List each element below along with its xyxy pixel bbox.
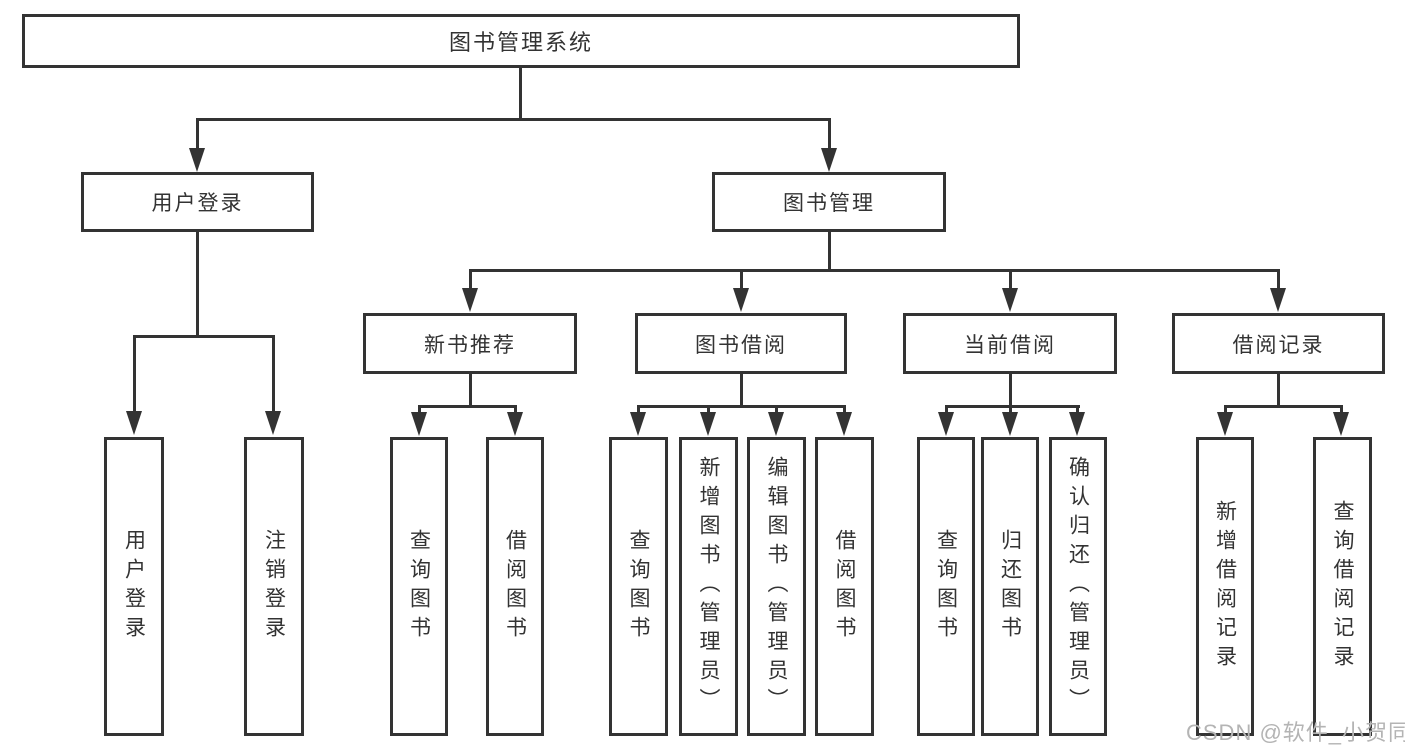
leaf-label: 确认归还（管理员） [1066,456,1090,717]
connector-group-stem [1009,373,1012,408]
connector-group-rail [637,405,846,408]
arrowhead-down-icon [733,288,749,312]
leaf-add-borrow-record: 新增借阅记录 [1196,437,1254,736]
leaf-label: 查询借阅记录 [1331,499,1354,674]
arrowhead-down-icon [265,411,281,435]
connector-drop-leaf [272,335,275,411]
connector-user-login-rail [133,335,275,338]
arrowhead-down-icon [1069,412,1085,436]
node-label: 图书借阅 [695,333,787,357]
leaf-query-borrow-record: 查询借阅记录 [1313,437,1372,736]
connector-drop-leaf [945,405,948,413]
leaf-label: 新增图书（管理员） [697,456,720,717]
leaf-confirm-return-admin: 确认归还（管理员） [1049,437,1107,736]
connector-group-stem [1277,373,1280,408]
arrowhead-down-icon [821,148,837,172]
leaf-label: 归还图书 [998,528,1022,645]
leaf-label: 借阅图书 [503,528,527,645]
arrowhead-down-icon [768,412,784,436]
node-label: 新书推荐 [424,333,516,357]
csdn-watermark: CSDN @软件_小贺同学 [1186,720,1405,745]
arrowhead-down-icon [700,412,716,436]
node-user-login: 用户登录 [81,172,314,232]
connector-drop-group [1277,269,1280,288]
leaf-logout: 注销登录 [244,437,304,736]
connector-drop-leaf [775,405,778,413]
node-label: 图书管理 [783,192,875,215]
connector-level3-rail [469,269,1280,272]
connector-drop-user-login [196,118,199,148]
arrowhead-down-icon [411,412,427,436]
leaf-label: 编辑图书（管理员） [765,456,788,717]
leaf-label: 查询图书 [407,528,431,645]
node-book-management: 图书管理 [712,172,946,232]
connector-drop-group [740,269,743,288]
connector-drop-book-mgmt [828,118,831,148]
connector-root-stem [519,67,522,119]
connector-drop-leaf [514,405,517,413]
arrowhead-down-icon [1002,412,1018,436]
node-borrow-records: 借阅记录 [1172,313,1385,374]
leaf-borrow-book: 借阅图书 [815,437,874,736]
connector-group-rail [418,405,517,408]
leaf-label: 查询图书 [934,528,958,645]
leaf-label: 查询图书 [627,528,650,645]
connector-drop-leaf [1009,405,1012,413]
connector-drop-leaf [1076,405,1079,413]
node-label: 图书管理系统 [448,30,593,55]
connector-drop-leaf [418,405,421,413]
arrowhead-down-icon [1333,412,1349,436]
leaf-return-book: 归还图书 [981,437,1039,736]
connector-drop-leaf [1224,405,1227,413]
leaf-label: 用户登录 [122,528,146,645]
leaf-query-book-recommend: 查询图书 [390,437,448,736]
arrowhead-down-icon [630,412,646,436]
leaf-label: 借阅图书 [833,528,856,645]
arrowhead-down-icon [189,148,205,172]
connector-drop-leaf [637,405,640,413]
arrowhead-down-icon [1002,288,1018,312]
leaf-add-book-admin: 新增图书（管理员） [679,437,738,736]
leaf-label: 注销登录 [262,528,286,645]
node-root-library-system: 图书管理系统 [22,14,1020,68]
node-label: 借阅记录 [1232,333,1325,357]
connector-group-stem [469,373,472,408]
arrowhead-down-icon [1270,288,1286,312]
arrowhead-down-icon [507,412,523,436]
leaf-query-book-borrow: 查询图书 [609,437,668,736]
node-label: 当前借阅 [964,333,1056,357]
leaf-label: 新增借阅记录 [1213,499,1237,674]
leaf-borrow-book-recommend: 借阅图书 [486,437,544,736]
connector-drop-leaf [133,335,136,411]
connector-group-rail [945,405,1080,408]
connector-user-login-stem [196,231,199,337]
leaf-edit-book-admin: 编辑图书（管理员） [747,437,806,736]
arrowhead-down-icon [462,288,478,312]
connector-level1-rail [196,118,831,121]
connector-group-rail [1224,405,1341,408]
connector-book-mgmt-stem [828,231,831,271]
arrowhead-down-icon [938,412,954,436]
node-current-borrow: 当前借阅 [903,313,1117,374]
arrowhead-down-icon [126,411,142,435]
connector-drop-leaf [1340,405,1343,413]
node-book-borrow: 图书借阅 [635,313,847,374]
connector-drop-leaf [843,405,846,413]
connector-drop-group [1009,269,1012,288]
leaf-user-login: 用户登录 [104,437,164,736]
connector-drop-leaf [707,405,710,413]
node-new-book-recommend: 新书推荐 [363,313,577,374]
leaf-query-book-current: 查询图书 [917,437,975,736]
node-label: 用户登录 [151,192,244,215]
arrowhead-down-icon [1217,412,1233,436]
connector-drop-group [469,269,472,288]
connector-group-stem [740,373,743,408]
arrowhead-down-icon [836,412,852,436]
